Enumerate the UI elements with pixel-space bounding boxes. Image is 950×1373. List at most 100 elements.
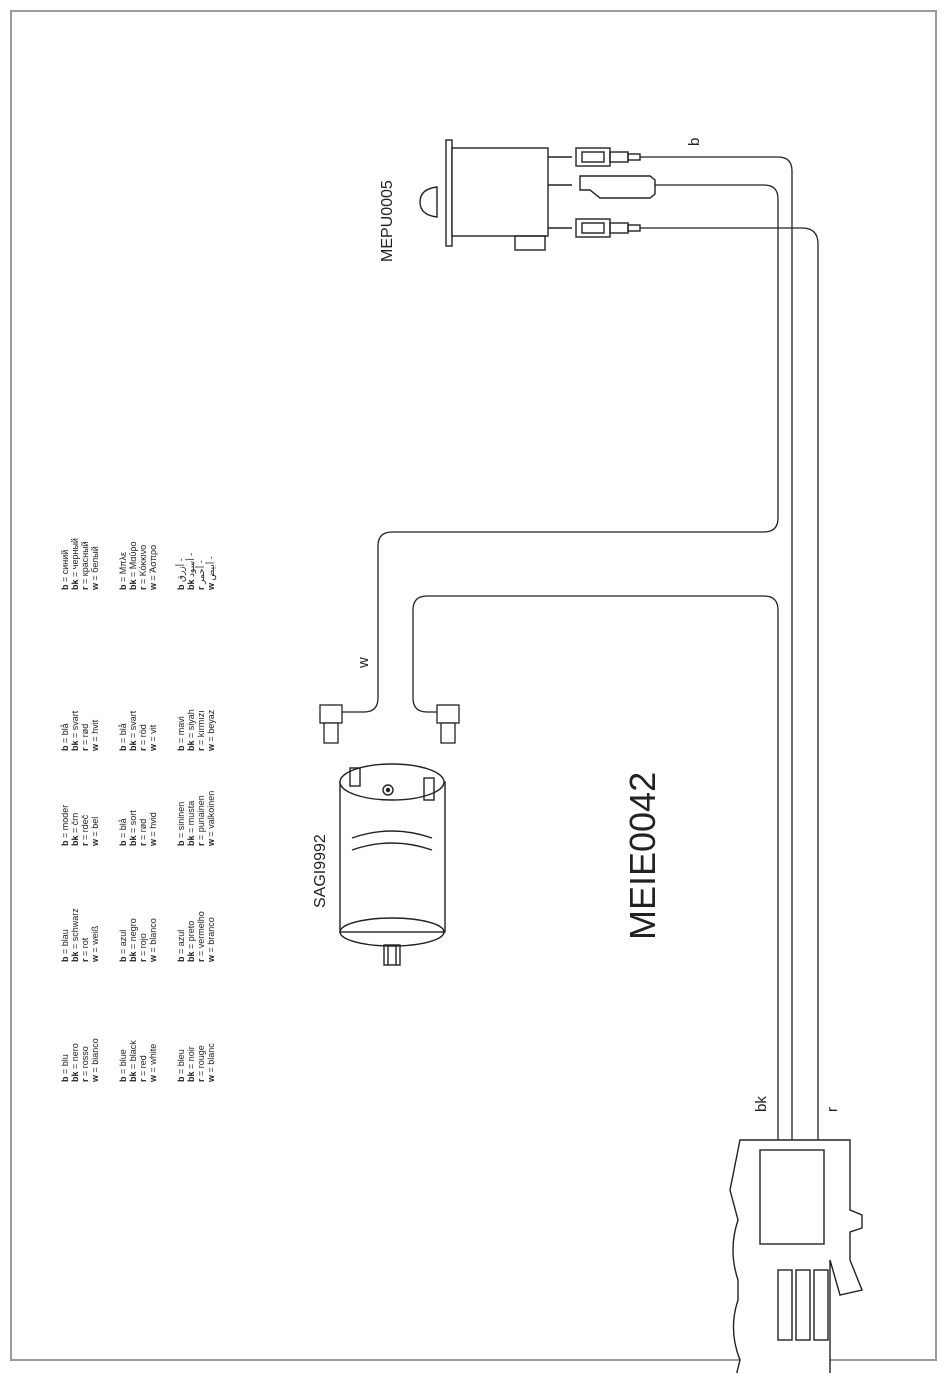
legend-value: = bleu — [176, 1049, 186, 1074]
legend-entry: b = azul — [118, 930, 128, 962]
legend-entry: w = white — [148, 1044, 158, 1083]
legend-entry: bk = črn — [70, 813, 80, 846]
legend-key: b — [176, 954, 186, 962]
legend-value: = vit — [148, 724, 158, 741]
legend-value: = noir — [186, 1046, 196, 1069]
motor-connectors — [319, 704, 460, 744]
legend-key: w — [90, 1072, 100, 1083]
legend-entry: r = rød — [80, 724, 90, 751]
legend-entry: r = röd — [138, 724, 148, 751]
legend-entry: bk = nero — [70, 1043, 80, 1082]
legend-value: = svart — [70, 710, 80, 738]
legend-value: = nero — [70, 1043, 80, 1069]
legend-value: أبيض - — [204, 556, 217, 580]
legend-key: b — [118, 954, 128, 962]
wire-white — [342, 184, 779, 713]
legend-key: bk — [70, 577, 80, 590]
legend-key: r — [196, 840, 206, 846]
wire-label-r: r — [824, 1107, 841, 1112]
legend-value: = blå — [118, 818, 128, 838]
legend-entry: r أحمر - — [194, 560, 207, 590]
wire-label-w: w — [355, 657, 372, 669]
legend-entry: b = azul — [176, 930, 186, 962]
legend-entry: b = moder — [60, 805, 70, 846]
legend-entry: r = красный — [80, 541, 90, 590]
legend-entry: r = rojo — [138, 933, 148, 962]
legend-key: bk — [128, 833, 138, 846]
legend-key: r — [196, 1076, 206, 1082]
legend-value: = синий — [60, 550, 70, 582]
legend-value: = rød — [138, 819, 148, 840]
legend-key: r — [138, 1076, 148, 1082]
legend-value: = blå — [60, 723, 70, 743]
legend-value: = bel — [90, 817, 100, 837]
legend-value: = negro — [128, 918, 138, 949]
legend-entry: bk = Μαύρο — [128, 541, 138, 590]
legend-key: w — [148, 952, 158, 963]
legend-entry: b = blå — [118, 723, 128, 751]
legend-key: w — [206, 952, 216, 963]
legend-entry: b = blu — [60, 1054, 70, 1082]
legend-entry: b = blå — [60, 723, 70, 751]
legend-value: = punainen — [196, 795, 206, 840]
legend-key: w — [148, 741, 158, 752]
legend-value: أسود - — [184, 553, 197, 577]
legend-key: bk — [70, 1069, 80, 1082]
legend-value: = kırmızı — [196, 710, 206, 745]
legend-entry: b = bleu — [176, 1049, 186, 1082]
legend-entry: w = vit — [148, 724, 158, 752]
legend-key: r — [80, 745, 90, 751]
legend-value: = bianco — [90, 1038, 100, 1072]
legend-value: = moder — [60, 805, 70, 838]
legend-entry: b = blå — [118, 818, 128, 846]
legend-value: = azul — [118, 930, 128, 954]
legend-entry: bk = negro — [128, 918, 138, 962]
legend-key: r — [138, 956, 148, 962]
model-label: MEIE0042 — [622, 772, 663, 940]
legend-value: = musta — [186, 801, 196, 833]
legend-key: b — [60, 838, 70, 846]
legend-key: r — [138, 584, 148, 590]
legend-key: r — [80, 1076, 90, 1082]
legend-key: b — [60, 954, 70, 962]
legend-value: = preto — [186, 921, 196, 949]
legend-value: = red — [138, 1055, 148, 1076]
legend-entry: w أبيض - — [204, 556, 217, 591]
switch-label: MEPU0005 — [379, 180, 396, 262]
motor-label: SAGI9992 — [312, 834, 329, 908]
legend-key: bk — [186, 833, 196, 846]
legend-key: r — [196, 584, 206, 590]
legend-key: bk — [186, 577, 196, 590]
legend-key: w — [148, 836, 158, 847]
legend-value: = blanco — [148, 918, 158, 952]
legend-key: bk — [70, 949, 80, 962]
legend-key: b — [60, 1074, 70, 1082]
legend-entry: w = bianco — [90, 1038, 100, 1083]
legend-key: b — [176, 582, 186, 590]
wire-blue — [640, 156, 793, 1140]
legend-key: b — [60, 582, 70, 590]
legend-value: = röd — [138, 724, 148, 745]
legend-value: = beyaz — [206, 709, 216, 741]
legend-value: = Μαύρο — [128, 541, 138, 577]
legend-entry: bk = musta — [186, 801, 196, 846]
legend-value: = blau — [60, 929, 70, 954]
legend-value: = blue — [118, 1049, 128, 1074]
legend-entry: r = rouge — [196, 1045, 206, 1082]
legend-value: = white — [148, 1044, 158, 1073]
legend-key: bk — [128, 738, 138, 751]
legend-entry: w = белый — [90, 546, 100, 591]
legend-key: bk — [128, 949, 138, 962]
legend-key: w — [206, 741, 216, 752]
legend-value: = blanc — [206, 1043, 216, 1073]
legend-entry: b = blau — [60, 929, 70, 962]
legend-value: = sininen — [176, 802, 186, 838]
legend-key: bk — [186, 949, 196, 962]
legend-entry: r = punainen — [196, 795, 206, 846]
legend-key: r — [80, 840, 90, 846]
legend-value: = rød — [80, 724, 90, 745]
legend-entry: bk = preto — [186, 921, 196, 962]
legend-entry: w = blanc — [206, 1043, 216, 1083]
legend-key: bk — [128, 1069, 138, 1082]
